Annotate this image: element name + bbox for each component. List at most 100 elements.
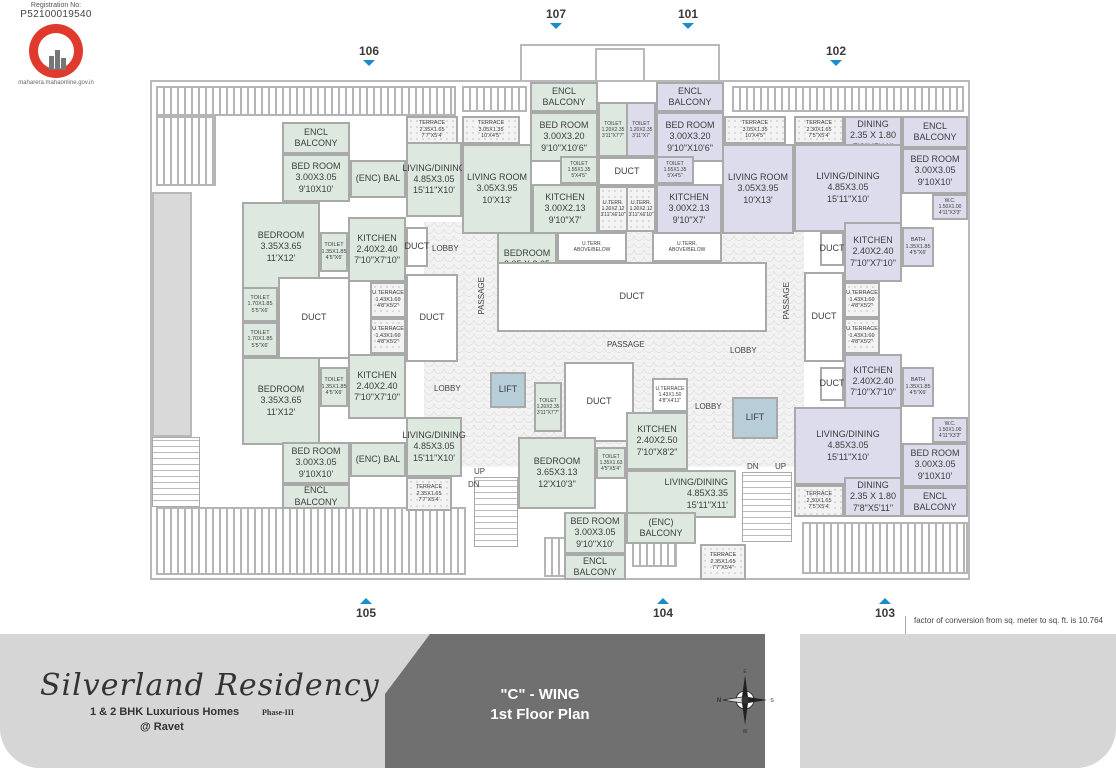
arrow-up-icon bbox=[657, 598, 669, 604]
room-center-duct: DUCT bbox=[598, 157, 656, 186]
brand-title: Silverland Residency bbox=[40, 668, 380, 703]
compass-rose-icon: E W N S bbox=[715, 665, 775, 735]
arrow-down-icon bbox=[363, 60, 375, 66]
room-102-duct: DUCT bbox=[820, 232, 845, 266]
stair-dn-label: DN bbox=[468, 480, 480, 489]
conversion-note: factor of conversion from sq. meter to s… bbox=[905, 616, 1103, 636]
maharera-seal-icon bbox=[29, 24, 83, 78]
lobby-label: LOBBY bbox=[695, 402, 722, 411]
balcony-railing bbox=[156, 507, 466, 575]
unit-marker-101: 101 bbox=[668, 7, 708, 31]
unit-marker-104: 104 bbox=[643, 596, 683, 620]
passage-label-right: PASSAGE bbox=[782, 282, 791, 320]
uterr-above-below: U.TERR.ABOVE/BELOW bbox=[557, 232, 627, 262]
room-103-encl-balcony: ENCL BALCONY bbox=[902, 487, 968, 517]
stair-dn-label: DN bbox=[747, 462, 759, 471]
svg-text:W: W bbox=[743, 729, 748, 735]
unit-marker-107: 107 bbox=[536, 7, 576, 31]
lobby-label: LOBBY bbox=[730, 346, 757, 355]
balcony-railing bbox=[544, 537, 566, 577]
upper-shaft bbox=[595, 48, 645, 82]
wing-name: "C" - WING bbox=[500, 686, 580, 703]
lift-left: LIFT bbox=[490, 372, 526, 408]
open-shaft bbox=[152, 192, 192, 437]
footer-right-panel bbox=[800, 634, 1116, 768]
registration-number: P52100019540 bbox=[20, 9, 92, 20]
room-105-encl-balcony: ENCL BALCONY bbox=[282, 484, 350, 509]
stair-up-label: UP bbox=[474, 467, 486, 476]
room-103-duct: DUCT bbox=[820, 367, 845, 401]
arrow-up-icon bbox=[879, 598, 891, 604]
arrow-down-icon bbox=[550, 23, 562, 29]
uterr-above-below: U.TERR.ABOVE/BELOW bbox=[652, 232, 722, 262]
room-101-encl-balcony: ENCL BALCONY bbox=[656, 82, 724, 112]
room-left-duct-2: DUCT bbox=[406, 274, 458, 362]
floor-name: 1st Floor Plan bbox=[490, 705, 590, 723]
lobby-label: LOBBY bbox=[432, 244, 459, 253]
footer-wing-panel bbox=[385, 634, 765, 768]
room-102-encl-balcony: ENCL BALCONY bbox=[902, 116, 968, 148]
arrow-down-icon bbox=[682, 23, 694, 29]
room-107-encl-balcony: ENCL BALCONY bbox=[530, 82, 598, 112]
brand-location: @ Ravet bbox=[140, 721, 184, 733]
room-big-duct: DUCT bbox=[497, 262, 767, 332]
wing-title: "C" - WING 1st Floor Plan bbox=[470, 685, 610, 724]
staircase-right bbox=[742, 472, 792, 542]
room-104-duct: DUCT bbox=[564, 362, 634, 442]
balcony-railing bbox=[156, 86, 456, 116]
unit-marker-106: 106 bbox=[349, 44, 389, 68]
room-104-encl-balcony: ENCL BALCONY bbox=[564, 554, 626, 580]
staircase-left bbox=[474, 477, 518, 547]
room-106-encl-balcony: ENCL BALCONY bbox=[282, 122, 350, 154]
room-106-duct: DUCT bbox=[405, 227, 430, 267]
passage-label-center: PASSAGE bbox=[607, 340, 645, 349]
side-stair bbox=[152, 437, 200, 507]
lobby-label: LOBBY bbox=[434, 384, 461, 393]
unit-marker-102: 102 bbox=[816, 44, 856, 68]
svg-text:E: E bbox=[743, 669, 747, 675]
balcony-railing bbox=[462, 86, 527, 112]
unit-marker-105: 105 bbox=[346, 596, 386, 620]
registration-label: Registration No: bbox=[30, 2, 82, 9]
